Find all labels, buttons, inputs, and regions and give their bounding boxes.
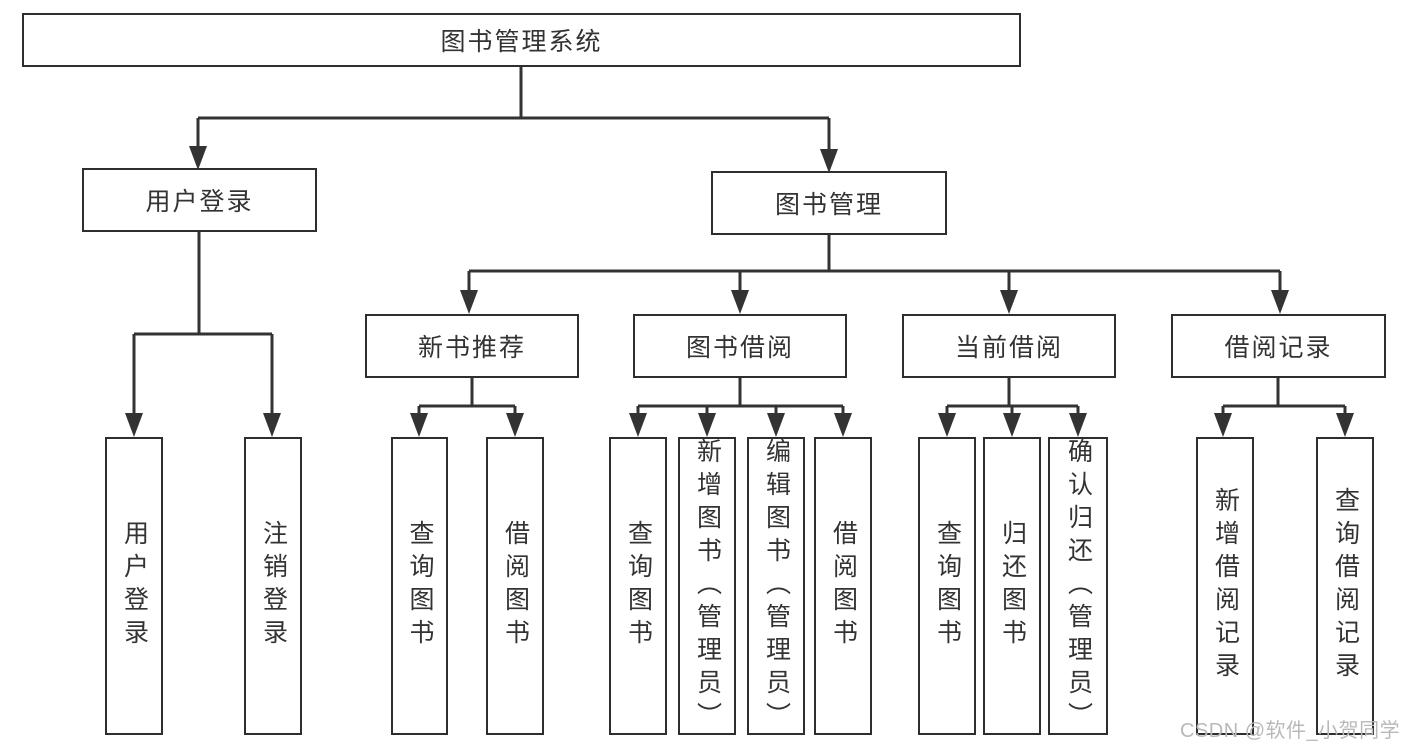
leaf-return-books-label: 归还图书 [998, 520, 1027, 652]
leaf-user-login: 用户登录 [105, 437, 163, 735]
node-book-management: 图书管理 [711, 171, 947, 235]
leaf-add-borrow-record: 新增借阅记录 [1196, 437, 1254, 735]
leaf-edit-books-admin-label: 编辑图书（管理员） [762, 437, 791, 735]
leaf-borrow-books-recommend: 借阅图书 [486, 437, 544, 735]
node-borrowing-records: 借阅记录 [1171, 314, 1386, 378]
leaf-borrow-books-borrow-label: 借阅图书 [829, 520, 858, 652]
leaf-borrow-books-recommend-label: 借阅图书 [501, 520, 530, 652]
leaf-user-login-label: 用户登录 [120, 520, 149, 652]
leaf-confirm-return-admin-label: 确认归还（管理员） [1064, 437, 1093, 735]
leaf-edit-books-admin: 编辑图书（管理员） [747, 437, 805, 735]
node-user-login-label: 用户登录 [145, 188, 254, 216]
node-current-borrowing-label: 当前借阅 [954, 334, 1063, 362]
node-current-borrowing: 当前借阅 [902, 314, 1116, 378]
leaf-query-borrow-record-label: 查询借阅记录 [1331, 487, 1360, 685]
leaf-query-books-recommend-label: 查询图书 [406, 520, 434, 652]
leaf-add-books-admin-label: 新增图书（管理员） [693, 437, 722, 735]
leaf-borrow-books-borrow: 借阅图书 [814, 437, 872, 735]
node-new-book-recommendation-label: 新书推荐 [417, 334, 526, 362]
leaf-query-books-borrow-label: 查询图书 [624, 520, 653, 652]
node-borrowing-records-label: 借阅记录 [1224, 334, 1333, 362]
leaf-return-books: 归还图书 [983, 437, 1041, 735]
node-book-borrowing-label: 图书借阅 [685, 334, 794, 362]
leaf-logout: 注销登录 [244, 437, 302, 735]
node-root-system: 图书管理系统 [22, 13, 1021, 67]
leaf-query-borrow-record: 查询借阅记录 [1316, 437, 1374, 735]
node-book-borrowing: 图书借阅 [633, 314, 847, 378]
node-new-book-recommendation: 新书推荐 [365, 314, 579, 378]
csdn-watermark: CSDN @软件_小贺同学 [1180, 720, 1401, 742]
node-root-system-label: 图书管理系统 [440, 28, 603, 56]
node-user-login: 用户登录 [82, 168, 317, 232]
leaf-query-books-recommend: 查询图书 [391, 437, 448, 735]
leaf-query-books-borrow: 查询图书 [609, 437, 667, 735]
leaf-confirm-return-admin: 确认归还（管理员） [1048, 437, 1108, 735]
leaf-query-books-current: 查询图书 [918, 437, 976, 735]
leaf-add-borrow-record-label: 新增借阅记录 [1211, 487, 1240, 685]
connector-arrowheads [125, 146, 1354, 437]
leaf-add-books-admin: 新增图书（管理员） [678, 437, 736, 735]
leaf-query-books-current-label: 查询图书 [933, 520, 962, 652]
leaf-logout-label: 注销登录 [259, 520, 288, 652]
node-book-management-label: 图书管理 [774, 191, 883, 219]
